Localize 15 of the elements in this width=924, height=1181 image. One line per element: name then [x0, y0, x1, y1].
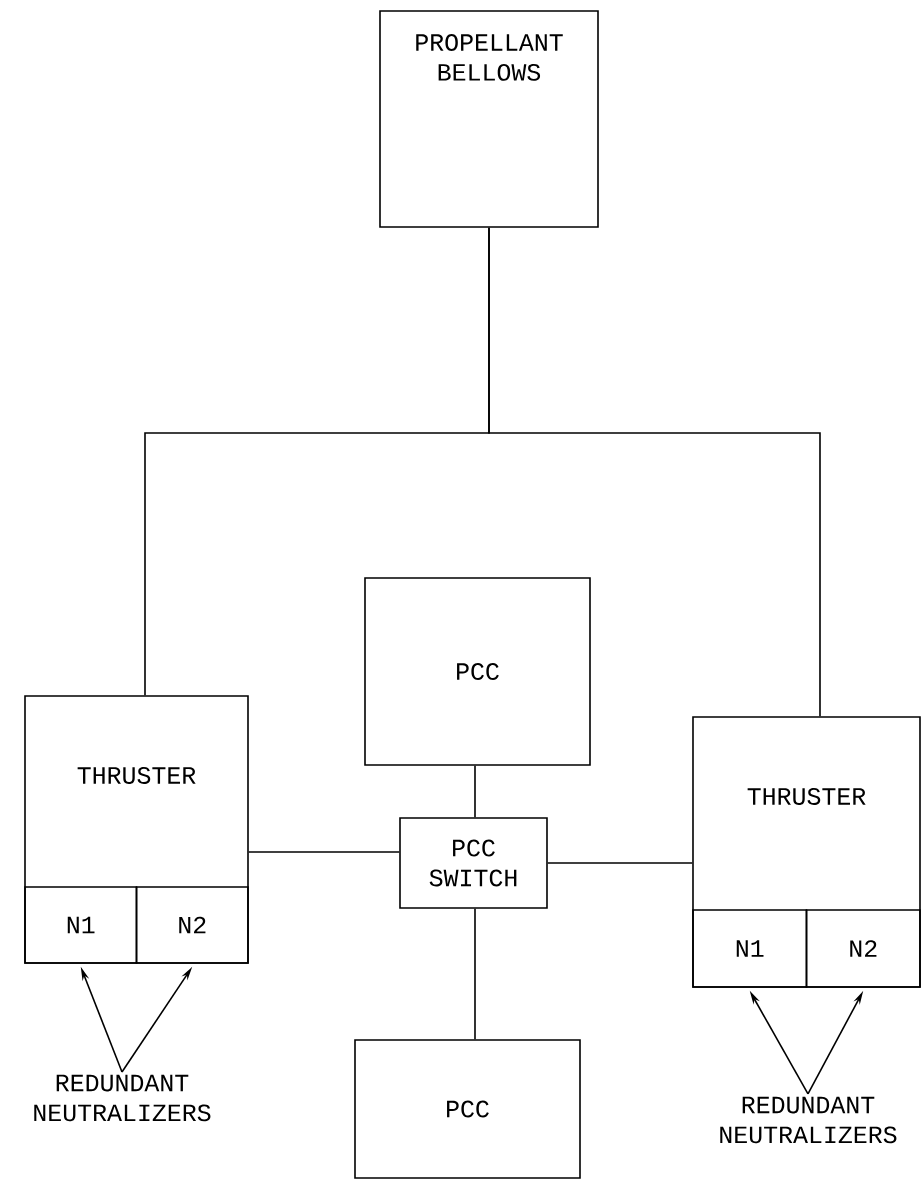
connector-line	[547, 862, 693, 864]
note-text: REDUNDANT NEUTRALIZERS	[34, 1074, 211, 1122]
component-box: N2	[805, 909, 921, 988]
connector-line	[474, 765, 476, 818]
note-text: REDUNDANT NEUTRALIZERS	[720, 1096, 897, 1144]
component-box: PCC	[354, 1039, 581, 1179]
component-box: PCC	[364, 577, 591, 766]
connector-line	[488, 227, 821, 717]
component-box: PCC SWITCH	[399, 817, 548, 909]
component-box: N1	[24, 886, 138, 964]
connector-line	[474, 908, 476, 1040]
component-box: N2	[135, 886, 249, 964]
connector-line	[248, 851, 400, 853]
component-box: PROPELLANT BELLOWS	[379, 10, 599, 228]
component-box: N1	[692, 909, 808, 988]
